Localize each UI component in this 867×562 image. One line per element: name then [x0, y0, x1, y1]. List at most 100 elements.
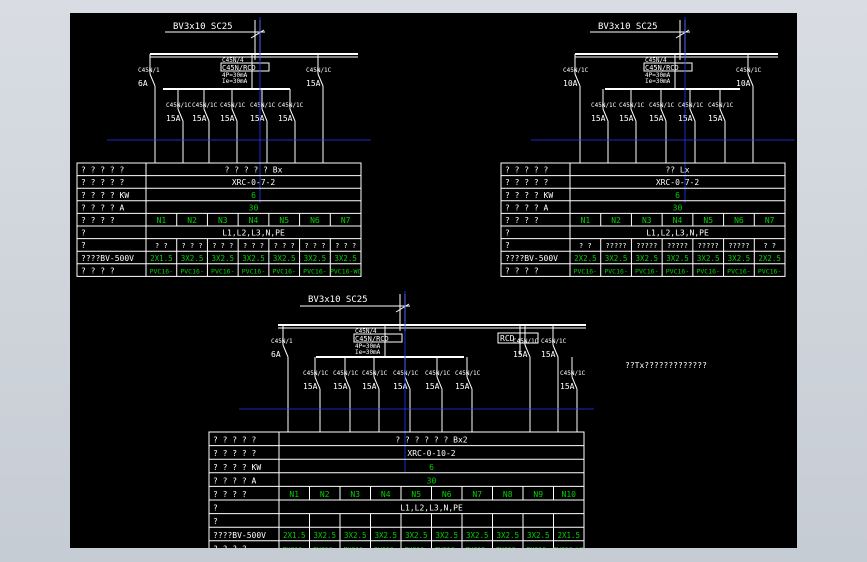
- circuit-wire: 2X2.5: [574, 254, 597, 263]
- circuit-id: N7: [765, 216, 775, 225]
- rcd-label: C45N/RCD: [355, 335, 389, 343]
- circuit-id: N1: [581, 216, 591, 225]
- circuit-wire: 3X2.5: [728, 254, 751, 263]
- breaker-contact: [571, 376, 578, 390]
- circuit-usage: ? ? ?: [304, 242, 325, 250]
- row-header: ????BV-500V: [505, 254, 558, 263]
- circuit-conduit: PVC16-: [272, 267, 295, 275]
- rcd-label: C45N/4: [222, 57, 244, 64]
- rcd-label: C45N/RCD: [645, 64, 679, 72]
- breaker-contact: [574, 73, 581, 87]
- circuit-conduit: PVC16-: [303, 267, 326, 275]
- rcd-label: Ie=30mA: [222, 78, 248, 85]
- circuit-usage: ? ? ?: [243, 242, 264, 250]
- row-header: ? ? ? ? A: [81, 203, 125, 212]
- breaker-contact: [719, 108, 726, 122]
- circuit-conduit: PVC16-: [758, 267, 781, 275]
- breaker-amp: 15A: [303, 382, 318, 391]
- row-header: ?: [505, 229, 510, 238]
- row-header: ?: [81, 241, 86, 250]
- circuit-conduit: PVC16-: [313, 545, 336, 548]
- panel-table: [76, 162, 362, 277]
- circuit-wire: 2X1.5: [150, 254, 173, 263]
- breaker-amp: 15A: [220, 114, 235, 123]
- breaker-amp: 15A: [192, 114, 207, 123]
- breaker-amp: 15A: [278, 114, 293, 123]
- breaker-contact: [231, 108, 238, 122]
- breaker-contact: [404, 376, 411, 390]
- circuit-conduit: PVC16-: [180, 267, 203, 275]
- panel-amps: 30: [249, 203, 259, 212]
- circuit-wire: 3X2.5: [466, 531, 489, 540]
- wiring-diagram[interactable]: BV3x10 SC25C45N/4C45N/RCD4P=30mAIe=30mAC…: [70, 13, 797, 555]
- row-header: ? ? ? ? ?: [213, 436, 257, 445]
- breaker-amp: 15A: [250, 114, 265, 123]
- breaker-contact: [261, 108, 268, 122]
- breaker-amp: 15A: [393, 382, 408, 391]
- breaker-model: C45N/1C: [563, 67, 589, 74]
- panel-phases: L1,L2,L3,N,PE: [646, 229, 709, 238]
- breaker-model: C45N/1: [138, 67, 160, 74]
- circuit-conduit: PVC16-: [696, 267, 719, 275]
- rcd-label: Ie=30mA: [355, 349, 381, 356]
- panel-kw: 6: [251, 191, 256, 200]
- breaker-model: C45N/1C: [362, 370, 388, 377]
- breaker-model: C45N/1C: [306, 67, 332, 74]
- circuit-conduit: PVC16-: [635, 267, 658, 275]
- circuit-conduit: PVC16-: [435, 545, 458, 548]
- breaker-model: C45N/1C: [619, 102, 645, 109]
- panel-kw: 6: [429, 463, 434, 472]
- row-header: ? ? ? ? ?: [213, 449, 257, 458]
- breaker-contact: [689, 108, 696, 122]
- rcd-label: 4P=30mA: [355, 343, 381, 350]
- feeder-tick: [250, 29, 265, 39]
- breaker-model: C45N/1C: [649, 102, 675, 109]
- circuit-usage: ?????: [698, 242, 719, 250]
- drawing-note: ??Tx?????????????: [625, 361, 707, 370]
- breaker-contact: [552, 344, 559, 358]
- breaker-amp: 15A: [541, 350, 556, 359]
- breaker-contact: [289, 108, 296, 122]
- breaker-amp: 15A: [455, 382, 470, 391]
- circuit-usage: ?????: [606, 242, 627, 250]
- circuit-wire: 3X2.5: [605, 254, 628, 263]
- rcd-label: C45N/4: [355, 328, 377, 335]
- rcd-box: [643, 62, 693, 72]
- row-header: ?: [81, 229, 86, 238]
- circuit-id: N4: [673, 216, 683, 225]
- circuit-id: N7: [472, 490, 482, 499]
- breaker-contact: [466, 376, 473, 390]
- breaker-model: C45N/1C: [513, 338, 539, 345]
- panel-amps: 30: [673, 203, 683, 212]
- breaker-amp: 15A: [333, 382, 348, 391]
- feeder-label: BV3x10 SC25: [598, 22, 658, 32]
- circuit-id: N8: [503, 490, 513, 499]
- breaker-model: C45N/1C: [303, 370, 329, 377]
- breaker-amp: 15A: [513, 350, 528, 359]
- feeder-label: BV3x10 SC25: [173, 22, 233, 32]
- panel-model: XRC-0-7-2: [232, 178, 276, 187]
- circuit-id: N6: [734, 216, 744, 225]
- breaker-amp: 15A: [708, 114, 723, 123]
- breaker-model: C45N/1C: [591, 102, 617, 109]
- circuit-wire: 3X2.5: [435, 531, 458, 540]
- circuit-id: N2: [611, 216, 621, 225]
- panel-name: ?? Lx: [665, 166, 689, 175]
- row-header: ? ? ? ? KW: [213, 463, 261, 472]
- circuit-id: N4: [381, 490, 391, 499]
- rcd-label: 4P=30mA: [645, 72, 671, 79]
- breaker-amp: 15A: [306, 79, 321, 88]
- circuit-id: N10: [562, 490, 577, 499]
- rcd-label: C45N/4: [645, 57, 667, 64]
- breaker-amp: 15A: [649, 114, 664, 123]
- circuit-wire: 3X2.5: [527, 531, 550, 540]
- breaker-model: C45N/1: [271, 338, 293, 345]
- circuit-conduit: PVC16-: [242, 267, 265, 275]
- circuit-wire: 3X2.5: [666, 254, 689, 263]
- circuit-conduit: PVC16-: [344, 545, 367, 548]
- breaker-contact: [524, 344, 531, 358]
- breaker-amp: 15A: [591, 114, 606, 123]
- circuit-id: N2: [320, 490, 330, 499]
